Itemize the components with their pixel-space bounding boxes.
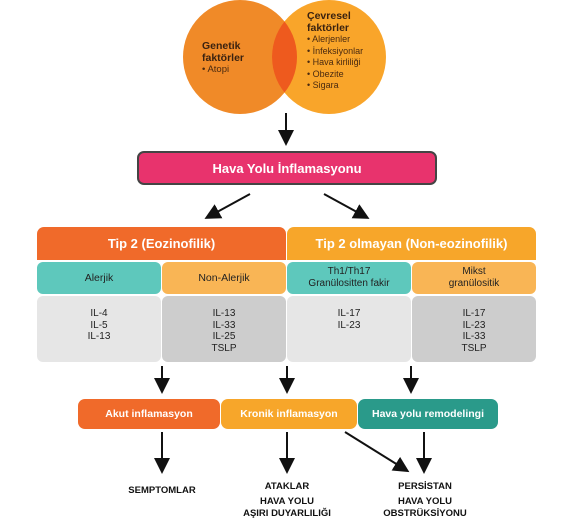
cytokine-item: IL-33 [212, 319, 236, 331]
cytokine-item: IL-5 [90, 319, 108, 331]
outcome-attacks-line2: HAVA YOLU [259, 496, 314, 507]
chronic-inflammation-box: Kronik inflamasyon [221, 399, 357, 429]
subtype-allergic-label: Alerjik [84, 272, 114, 284]
outcome-persistent: PERSİSTAN HAVA YOLU OBSTRÜKSİYONU [360, 481, 490, 520]
cytokine-item: IL-17 [337, 308, 361, 319]
outcome-attacks-line1: ATAKLAR [264, 481, 310, 492]
airway-inflammation-box: Hava Yolu İnflamasyonu [137, 151, 437, 185]
genetic-factors-label: Genetik faktörler Atopi [202, 40, 268, 76]
genetic-factors-circle [183, 0, 297, 114]
subtype-th1-th17-line1: Th1/Th17 [327, 266, 371, 277]
cytokines-th1-th17: IL-17 IL-23 [287, 296, 411, 362]
cytokine-item: IL-13 [212, 308, 236, 319]
outcome-attacks-line3: AŞIRI DUYARLILIĞI [243, 508, 331, 519]
cytokine-item: IL-4 [90, 308, 108, 319]
outcome-symptoms: SEMPTOMLAR [92, 485, 232, 497]
outcome-symptoms-line1: SEMPTOMLAR [128, 485, 196, 496]
genetic-item: Atopi [202, 64, 268, 76]
airway-remodeling-label: Hava yolu remodelingi [371, 408, 485, 420]
cytokines-allergic: IL-4 IL-5 IL-13 [37, 296, 161, 362]
genetic-factors-list: Atopi [202, 64, 268, 76]
cytokines-mixed: IL-17 IL-23 IL-33 TSLP [412, 296, 536, 362]
cytokines-nonallergic: IL-13 IL-33 IL-25 TSLP [162, 296, 286, 362]
chronic-inflammation-label: Kronik inflamasyon [240, 408, 338, 420]
environmental-factors-title: Çevresel faktörler [307, 10, 377, 34]
arrow-inflammation-to-type2 [204, 193, 251, 219]
subtype-mixed-line2: granülositik [448, 278, 500, 289]
subtype-th1-th17: Th1/Th17 Granülositten fakir [287, 262, 411, 294]
cytokine-item: TSLP [461, 342, 487, 354]
outcome-persistent-line1: PERSİSTAN [398, 481, 452, 492]
airway-inflammation-label: Hava Yolu İnflamasyonu [212, 160, 362, 176]
environmental-title-line1: Çevresel [307, 10, 351, 22]
environmental-factors-list: Alerjenler İnfeksiyonlar Hava kirliliği … [307, 34, 377, 92]
genetic-title-line2: faktörler [202, 52, 245, 64]
genetic-factors-title: Genetik faktörler [202, 40, 268, 64]
subtype-th1-th17-line2: Granülositten fakir [308, 278, 390, 289]
environmental-item: Hava kirliliği [307, 57, 377, 69]
outcome-attacks: ATAKLAR HAVA YOLU AŞIRI DUYARLILIĞI [222, 481, 352, 520]
subtype-allergic: Alerjik [37, 262, 161, 294]
acute-inflammation-box: Akut inflamasyon [78, 399, 220, 429]
environmental-factors-label: Çevresel faktörler Alerjenler İnfeksiyon… [307, 10, 377, 92]
arrow-inflammation-to-nontype2 [323, 193, 370, 219]
environmental-item: Alerjenler [307, 34, 377, 46]
environmental-item: Obezite [307, 69, 377, 81]
subtype-nonallergic-label: Non-Alerjik [198, 272, 250, 284]
genetic-title-line1: Genetik [202, 40, 241, 52]
outcome-persistent-line3: OBSTRÜKSİYONU [383, 508, 467, 519]
subtype-nonallergic: Non-Alerjik [162, 262, 286, 294]
subtype-mixed-line1: Mikst [462, 266, 486, 277]
arrow-kronik-to-persistan [344, 431, 410, 473]
cytokine-item: IL-13 [87, 331, 111, 342]
acute-inflammation-label: Akut inflamasyon [105, 408, 193, 420]
subtype-mixed-granulocytic: Mikst granülositik [412, 262, 536, 294]
nontype2-label: Tip 2 olmayan (Non-eozinofilik) [315, 236, 508, 251]
cytokine-item: TSLP [211, 342, 237, 354]
environmental-title-line2: faktörler [307, 22, 350, 34]
cytokine-item: IL-17 [462, 308, 486, 319]
cytokine-item: IL-25 [212, 331, 236, 342]
outcome-persistent-line2: HAVA YOLU [397, 496, 452, 507]
cytokine-item: IL-33 [462, 331, 486, 342]
type2-header: Tip 2 (Eozinofilik) [37, 227, 286, 260]
type2-label: Tip 2 (Eozinofilik) [107, 236, 216, 251]
environmental-item: İnfeksiyonlar [307, 46, 377, 58]
airway-remodeling-box: Hava yolu remodelingi [358, 399, 498, 429]
cytokine-item: IL-23 [337, 319, 361, 331]
environmental-item: Sigara [307, 80, 377, 92]
cytokine-item: IL-23 [462, 319, 486, 331]
nontype2-header: Tip 2 olmayan (Non-eozinofilik) [287, 227, 536, 260]
